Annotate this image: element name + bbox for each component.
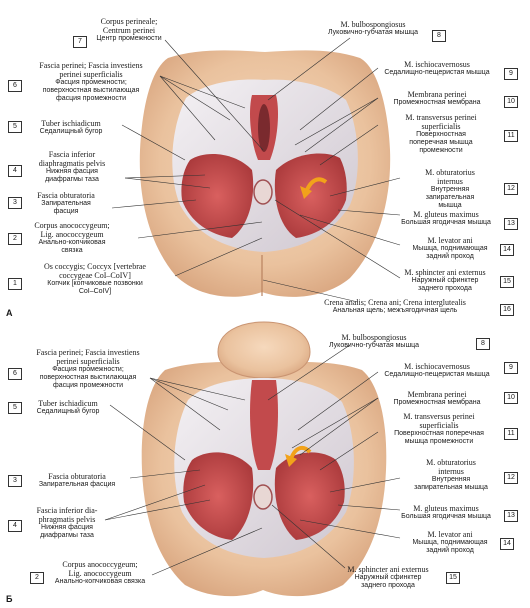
label-bulbospongiosus: M. bulbospongiosus Луковично-губчатая мы… — [328, 20, 418, 36]
label-transversus-perinei-b: M. transversus perinei superficialis Пов… — [394, 412, 484, 445]
label-fascia-inferior-b: Fascia inferior dia- phragmatis pelvis Н… — [36, 506, 98, 539]
callout-9-b: 9 — [504, 362, 518, 374]
label-corpus-perineale: Corpus perineale; Centrum perinei Центр … — [96, 17, 162, 42]
callout-8-b: 8 — [476, 338, 490, 350]
callout-2-b: 2 — [30, 572, 44, 584]
label-sphincter-ani: M. sphincter ani externus Наружный сфинк… — [404, 268, 486, 292]
label-fascia-obturatoria: Fascia obturatoria Запирательная фасция — [37, 191, 95, 215]
label-corpus-anococcygeum: Corpus anococcygeum; Lig. anococcygeum А… — [34, 221, 110, 254]
callout-10: 10 — [504, 96, 518, 108]
callout-11: 11 — [504, 130, 518, 142]
right-muscle-mass-b — [274, 452, 345, 540]
label-tuber-ischiadicum: Tuber ischiadicum Седалищный бугор — [39, 119, 103, 135]
callout-13-b: 13 — [504, 510, 518, 522]
leaders-b — [104, 344, 401, 576]
callout-12: 12 — [504, 183, 518, 195]
callout-5-b: 5 — [8, 402, 22, 414]
callout-4-b: 4 — [8, 520, 22, 532]
callout-1: 1 — [8, 278, 22, 290]
callout-14: 14 — [500, 244, 514, 256]
bulbospongiosus-b — [250, 380, 278, 470]
callout-11-b: 11 — [504, 428, 518, 440]
label-obturatorius-internus-b: M. obturatorius internus Внутренняя запи… — [414, 458, 488, 491]
callout-2: 2 — [8, 233, 22, 245]
label-membrana-perinei-b: Membrana perinei Промежностная мембрана — [393, 390, 481, 406]
callout-12-b: 12 — [504, 472, 518, 484]
label-fascia-perinei-b: Fascia perinei; Fascia investiens perine… — [36, 348, 140, 389]
callout-6: 6 — [8, 80, 22, 92]
label-ischiocavernosus: M. ischiocavernosus Седалищно-пещеристая… — [384, 60, 490, 76]
callout-10-b: 10 — [504, 392, 518, 404]
callout-14-b: 14 — [500, 538, 514, 550]
vestibule-a — [258, 104, 270, 152]
label-levator-ani-b: M. levator ani Мышца, поднимающая задний… — [412, 530, 488, 554]
leaders-a — [111, 37, 401, 303]
label-fascia-perinei: Fascia perinei; Fascia investiens perine… — [39, 61, 143, 102]
label-sphincter-ani-b: M. sphincter ani externus Наружный сфинк… — [347, 565, 429, 589]
callout-3-b: 3 — [8, 475, 22, 487]
label-fascia-inferior: Fascia inferior diaphragmatis pelvis Ниж… — [38, 150, 106, 183]
right-muscle-mass-a — [274, 153, 347, 238]
panel-letter-b: Б — [6, 594, 13, 604]
label-bulbospongiosus-b: M. bulbospongiosus Луковично-губчатая мы… — [329, 333, 419, 349]
label-membrana-perinei: Membrana perinei Промежностная мембрана — [393, 90, 481, 106]
callout-15: 15 — [500, 276, 514, 288]
callout-16: 16 — [500, 304, 514, 316]
callout-15-b: 15 — [446, 572, 460, 584]
anus-b — [253, 484, 273, 510]
callout-13: 13 — [504, 218, 518, 230]
left-muscle-mass-b — [183, 452, 254, 540]
label-levator-ani: M. levator ani Мышца, поднимающая задний… — [412, 236, 488, 260]
label-crena-analis: Crena analis; Crena ani; Crena interglut… — [324, 298, 466, 314]
callout-5: 5 — [8, 121, 22, 133]
label-fascia-obturatoria-b: Fascia obturatoria Запирательная фасция — [38, 472, 116, 488]
callout-7: 7 — [73, 36, 87, 48]
label-transversus-perinei: M. transversus perinei superficialis Пов… — [405, 113, 477, 154]
callout-8: 8 — [432, 30, 446, 42]
callout-6-b: 6 — [8, 368, 22, 380]
panel-letter-a: А — [6, 308, 13, 318]
label-corpus-anococcygeum-b: Corpus anococcygeum; Lig. anococcygeum А… — [54, 560, 146, 585]
callout-4: 4 — [8, 165, 22, 177]
label-ischiocavernosus-b: M. ischiocavernosus Седалищно-пещеристая… — [384, 362, 490, 378]
callout-9: 9 — [504, 68, 518, 80]
label-tuber-ischiadicum-b: Tuber ischiadicum Седалищный бугор — [36, 399, 100, 415]
callout-3: 3 — [8, 197, 22, 209]
label-os-coccygis: Os coccygis; Coccyx [vertebrae coccygeae… — [44, 262, 146, 295]
label-obturatorius-internus: M. obturatorius internus Внутренняя запи… — [425, 168, 475, 209]
figure-b — [141, 321, 387, 597]
scrotum-b — [217, 321, 311, 379]
figure-a — [139, 50, 391, 297]
label-gluteus-maximus: M. gluteus maximus Большая ягодичная мыш… — [401, 210, 491, 226]
label-gluteus-maximus-b: M. gluteus maximus Большая ягодичная мыш… — [401, 504, 491, 520]
anus-a — [253, 179, 273, 205]
